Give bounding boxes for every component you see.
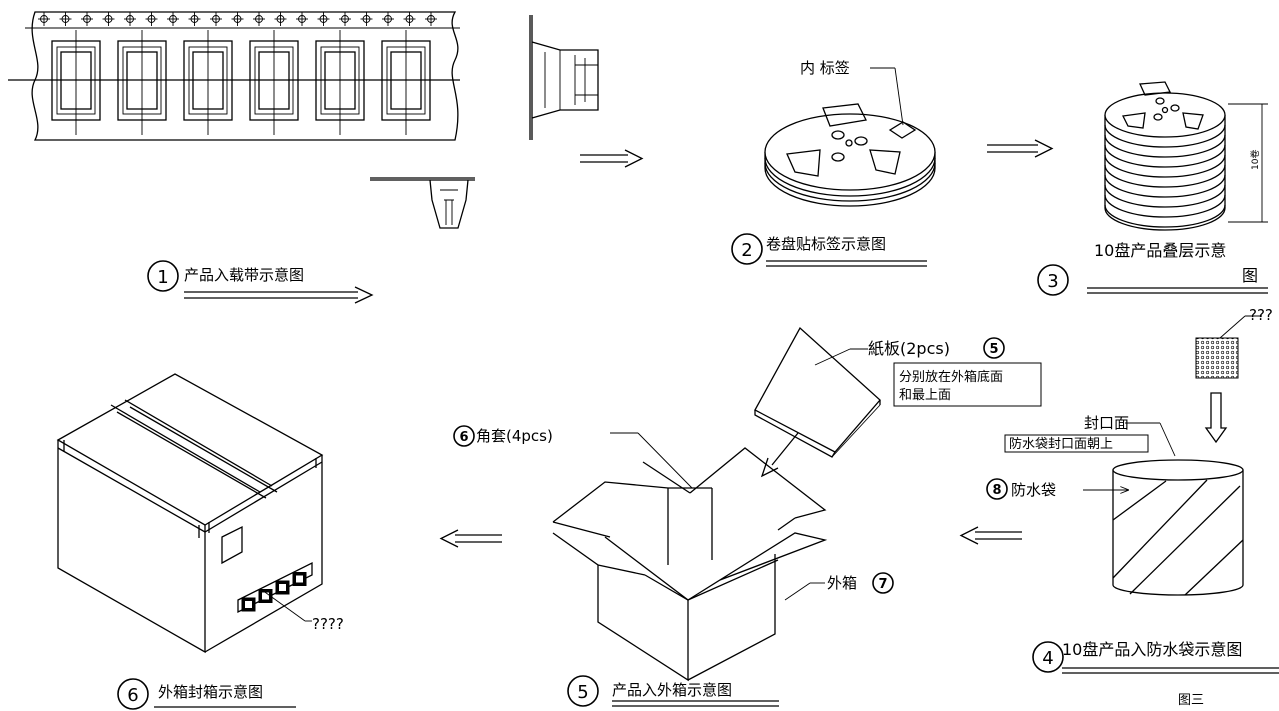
corner-number-circle [453,425,475,447]
figure-caption: 图三 [1178,693,1204,708]
step2-caption: 2 卷盘贴标签示意图 [731,233,927,267]
step6-caption: 6 外箱封箱示意图 [117,678,296,710]
carrier-tape-drawing [8,11,460,141]
board-note-line1: 分别放在外箱底面 [899,369,1003,385]
step1-number-circle [147,260,179,292]
box-number-circle [872,572,894,594]
reel-drawing [764,103,936,207]
stacked-reels-drawing [1104,81,1226,231]
bag-number-circle [986,478,1008,500]
sealed-box-drawing [56,373,324,654]
step4-caption-text: 10盘产品入防水袋示意图 [1062,640,1242,659]
cardboard-sheet [754,326,881,458]
board-label: 紙板(2pcs) [868,339,950,358]
box-number: 7 [878,577,887,592]
step1-caption-text: 产品入载带示意图 [184,266,304,284]
step3-caption: 10盘产品叠层示意 图 3 [1037,241,1268,296]
seal-note-box [1004,434,1149,453]
box-label-callout: ???? [312,615,344,633]
stack-dimension: 10卷 [1228,103,1268,223]
step3-number: 3 [1047,271,1058,292]
step3-caption-line1: 10盘产品叠层示意 [1094,241,1226,260]
step6-caption-text: 外箱封箱示意图 [158,683,263,701]
step6-number-circle [117,678,149,710]
board-callout: 紙板(2pcs) 5 分别放在外箱底面 和最上面 [814,337,1042,407]
carrier-tape-side-view [529,15,599,140]
board-number: 5 [989,342,998,357]
step6-number: 6 [127,685,138,706]
step4-caption: 4 10盘产品入防水袋示意图 [1032,640,1279,674]
seal-note-text: 防水袋封口面朝上 [1009,436,1113,452]
step3-caption-line2: 图 [1242,266,1258,285]
board-note-box [893,362,1042,407]
corner-number: 6 [459,430,468,445]
open-box-drawing [552,447,828,682]
step2-caption-text: 卷盘贴标签示意图 [766,235,886,253]
step1-number: 1 [157,267,168,288]
moisture-bag-drawing [1112,459,1244,596]
step2-number-circle [731,233,763,265]
desiccant-card: ??? [1195,306,1273,379]
board-note-line2: 和最上面 [899,388,951,403]
step5-number-circle [567,675,599,707]
desiccant-label: ??? [1249,306,1273,324]
step2-number: 2 [741,240,752,261]
board-number-circle [983,337,1005,359]
step5-number: 5 [577,682,588,703]
step4-number-circle [1032,641,1064,673]
step1-caption: 1 产品入载带示意图 [147,260,374,304]
carrier-tape-end-view [370,177,475,229]
step5-caption: 5 产品入外箱示意图 [567,675,779,707]
step3-number-circle [1037,264,1069,296]
corner-callout: 6 角套(4pcs) [453,425,693,489]
step5-caption-text: 产品入外箱示意图 [612,681,732,699]
box-label: 外箱 [827,574,857,592]
corner-label: 角套(4pcs) [476,427,553,445]
seal-face-label: 封口面 [1084,414,1129,432]
bag-label: 防水袋 [1011,481,1056,499]
stack-dimension-text: 10卷 [1249,150,1261,170]
bag-number: 8 [992,483,1001,498]
step4-number: 4 [1042,648,1053,669]
bag-callout: 8 防水袋 [986,478,1128,500]
box-callout: 外箱 7 [784,572,894,601]
inner-label-text: 内 标签 [800,59,850,77]
